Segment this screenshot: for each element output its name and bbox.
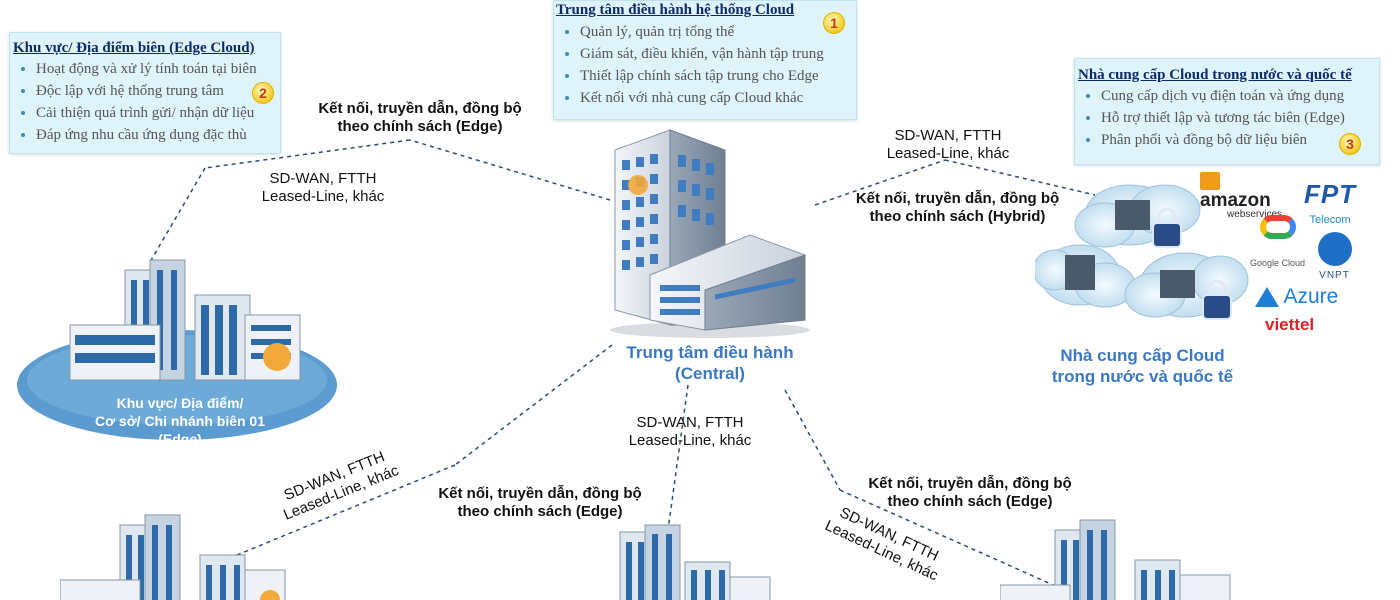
viettel-logo: viettel (1265, 315, 1314, 335)
edge-info-item: Cải thiện quá trình gửi/ nhận dữ liệu (36, 102, 280, 124)
link-central-edge01-c (149, 167, 206, 263)
link-central-edge01-a (409, 139, 611, 201)
badge-2: 2 (252, 82, 274, 104)
sdwan-top-left-label-line2: Leased-Line, khác (261, 188, 385, 205)
fpt-logo: FPT Telecom (1300, 180, 1360, 226)
central-info-list: Quản lý, quản trị tổng thể Giám sát, điề… (554, 21, 856, 109)
edge01-title: Khu vực/ Địa điểm/ Cơ sở/ Chi nhánh biên… (60, 394, 300, 448)
edge01-title-line2: Cơ sở/ Chi nhánh biên 01 (94, 413, 266, 429)
conn-hybrid-label: Kết nối, truyền dẫn, đồng bộ theo chính … (855, 190, 1060, 225)
edge-site-bottom-middle-icon (619, 524, 771, 600)
edge-site-01-icon (17, 259, 337, 440)
sdwan-middle-label-line1: SD-WAN, FTTH (636, 414, 744, 431)
provider-info-item: Cung cấp dịch vụ điện toán và ứng dụng (1101, 85, 1379, 107)
google-cloud-logo-text: Google Cloud (1249, 258, 1306, 268)
vnpt-icon (1317, 232, 1352, 266)
edge-info-item: Đáp ứng nhu cầu ứng dụng đặc thù (36, 124, 280, 146)
badge-3: 3 (1339, 133, 1361, 155)
provider-title-line2: trong nước và quốc tế (1051, 367, 1234, 386)
google-cloud-icon (1259, 215, 1296, 239)
edge-info-item: Hoạt động và xử lý tính toán tại biên (36, 58, 280, 80)
edge-site-bottom-right-icon (1000, 519, 1231, 600)
vnpt-logo: VNPT (1312, 232, 1357, 281)
conn-edge-top-label: Kết nối, truyền dẫn, đồng bộ theo chính … (318, 100, 522, 135)
aws-logo-subtext: webservices (1227, 209, 1283, 221)
edge-info-box: Khu vực/ Địa điểm biên (Edge Cloud) Hoạt… (9, 32, 281, 154)
link-central-bl-a (454, 344, 613, 466)
fpt-logo-text: FPT (1303, 179, 1357, 209)
azure-logo: Azure (1255, 285, 1338, 309)
link-central-provider-b (944, 159, 1096, 196)
sdwan-middle-label: SD-WAN, FTTH Leased-Line, khác (615, 414, 765, 450)
link-central-edge01-b (204, 139, 411, 169)
aws-logo: amazon webservices (1200, 172, 1295, 220)
edge01-title-line3: (Edge) (158, 431, 202, 447)
google-cloud-logo: Google Cloud (1245, 215, 1310, 268)
provider-info-item: Hỗ trợ thiết lập và tương tác biên (Edge… (1101, 107, 1379, 129)
central-info-box: Trung tâm điều hành hệ thống Cloud Quản … (553, 0, 857, 120)
central-title-line1: Trung tâm điều hành (626, 343, 794, 362)
provider-info-title: Nhà cung cấp Cloud trong nước và quốc tế (1078, 67, 1352, 83)
sdwan-middle-label-line2: Leased-Line, khác (628, 432, 752, 449)
provider-info-item: Phân phối và đồng bộ dữ liệu biên (1101, 129, 1379, 151)
central-info-item: Kết nối với nhà cung cấp Cloud khác (580, 87, 856, 109)
link-central-provider-a (814, 159, 946, 206)
link-central-bottom (667, 384, 689, 531)
provider-title: Nhà cung cấp Cloud trong nước và quốc tế (1040, 345, 1245, 387)
central-title: Trung tâm điều hành (Central) (610, 342, 810, 384)
link-central-br-a (784, 389, 841, 491)
edge-info-title: Khu vực/ Địa điểm biên (Edge Cloud) (13, 40, 255, 56)
central-info-item: Quản lý, quản trị tổng thể (580, 21, 856, 43)
central-info-item: Thiết lập chính sách tập trung cho Edge (580, 65, 856, 87)
provider-info-list: Cung cấp dịch vụ điện toán và ứng dụng H… (1075, 85, 1379, 151)
badge-1: 1 (823, 12, 845, 34)
sdwan-top-left-label-line1: SD-WAN, FTTH (269, 170, 377, 187)
central-info-item: Giám sát, điều khiển, vận hành tập trung (580, 43, 856, 65)
aws-cubes-icon (1200, 172, 1220, 190)
viettel-logo-text: viettel (1265, 315, 1315, 334)
fpt-logo-subtext: Telecom (1309, 214, 1351, 226)
edge-info-item: Độc lập với hệ thống trung tâm (36, 80, 280, 102)
central-title-line2: (Central) (675, 364, 745, 383)
sdwan-right-label: SD-WAN, FTTH Leased-Line, khác (873, 127, 1023, 163)
cloud-provider-cluster-icon (1035, 184, 1249, 320)
provider-info-box: Nhà cung cấp Cloud trong nước và quốc tế… (1074, 58, 1380, 165)
provider-title-line1: Nhà cung cấp Cloud (1060, 346, 1225, 365)
sdwan-top-left-label: SD-WAN, FTTH Leased-Line, khác (248, 170, 398, 206)
central-info-title: Trung tâm điều hành hệ thống Cloud (556, 2, 795, 18)
edge01-title-line1: Khu vực/ Địa điểm/ (116, 395, 244, 411)
edge-info-list: Hoạt động và xử lý tính toán tại biên Độ… (10, 58, 280, 146)
central-building-icon (610, 129, 810, 338)
azure-logo-text: Azure (1283, 285, 1339, 308)
link-central-br-b (839, 489, 1061, 589)
sdwan-right-label-line1: SD-WAN, FTTH (894, 127, 1002, 144)
vnpt-logo-text: VNPT (1319, 270, 1350, 281)
conn-bottom-right-label: Kết nối, truyền dẫn, đồng bộ theo chính … (868, 475, 1072, 510)
conn-middle-label: Kết nối, truyền dẫn, đồng bộ theo chính … (438, 485, 642, 520)
aws-logo-text: amazon (1200, 190, 1271, 212)
azure-icon (1255, 287, 1279, 307)
link-central-bl-b (224, 464, 456, 561)
edge-site-bottom-left-icon (60, 514, 286, 600)
sdwan-right-label-line2: Leased-Line, khác (886, 145, 1010, 162)
